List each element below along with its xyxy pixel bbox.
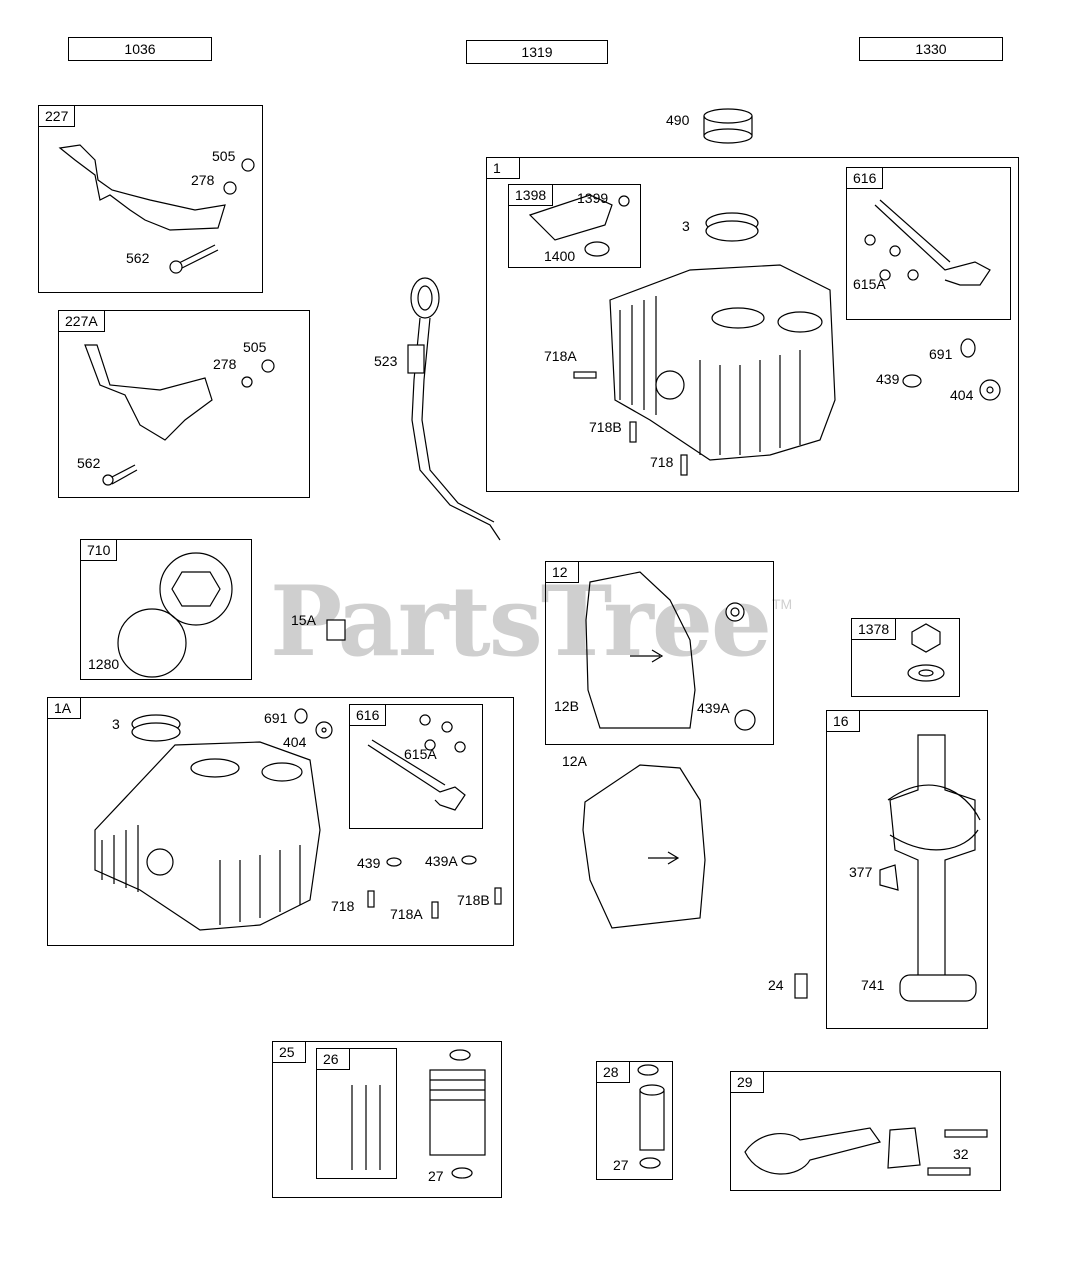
- callout-404: 404: [950, 387, 974, 403]
- callout-505: 505: [243, 339, 267, 355]
- box-label-616-lower: 616: [349, 704, 387, 726]
- box-label-16: 16: [826, 710, 860, 732]
- callout-3: 3: [682, 218, 690, 234]
- box-label-26: 26: [316, 1048, 350, 1070]
- callout-718: 718: [650, 454, 674, 470]
- callout-615A: 615A: [404, 746, 437, 762]
- callout-1400: 1400: [544, 248, 576, 264]
- box-12: 12: [545, 561, 774, 745]
- callout-562: 562: [126, 250, 150, 266]
- callout-15A: 15A: [291, 612, 316, 628]
- callout-691: 691: [264, 710, 288, 726]
- dipstick-523-art: [410, 277, 440, 319]
- gasket-12A-art: [582, 764, 706, 929]
- callout-490: 490: [666, 112, 690, 128]
- callout-718A: 718A: [390, 906, 423, 922]
- callout-3: 3: [112, 716, 120, 732]
- box-label-616-upper: 616: [846, 167, 884, 189]
- box-label-1: 1: [486, 157, 520, 179]
- box-227: 227: [38, 105, 263, 293]
- box-1378: 1378: [851, 618, 960, 697]
- box-label-28: 28: [596, 1061, 630, 1083]
- callout-691: 691: [929, 346, 953, 362]
- callout-741: 741: [861, 977, 885, 993]
- callout-615A: 615A: [853, 276, 886, 292]
- box-710: 710: [80, 539, 252, 680]
- callout-278: 278: [213, 356, 237, 372]
- callout-404: 404: [283, 734, 307, 750]
- callout-12B: 12B: [554, 698, 579, 714]
- key-24-art: [794, 973, 808, 999]
- box-1398: 1398: [508, 184, 641, 268]
- box-label-1A: 1A: [47, 697, 81, 719]
- box-616-upper: 616: [846, 167, 1011, 320]
- box-label-29: 29: [730, 1071, 764, 1093]
- watermark-trademark: TM: [772, 596, 793, 612]
- box-28: 28: [596, 1061, 673, 1180]
- callout-439: 439: [876, 371, 900, 387]
- callout-718A: 718A: [544, 348, 577, 364]
- box-25: 25: [272, 1041, 502, 1198]
- callout-32: 32: [953, 1146, 969, 1162]
- bushing-490-art: [703, 108, 753, 124]
- callout-278: 278: [191, 172, 215, 188]
- callout-718B: 718B: [457, 892, 490, 908]
- box-16: 16: [826, 710, 988, 1029]
- box-1: 1: [486, 157, 1019, 492]
- box-label-12: 12: [545, 561, 579, 583]
- callout-12A: 12A: [562, 753, 587, 769]
- ref-box-1330: 1330: [859, 37, 1003, 61]
- callout-439A: 439A: [697, 700, 730, 716]
- callout-1280: 1280: [88, 656, 120, 672]
- ref-box-1036: 1036: [68, 37, 212, 61]
- box-29: 29: [730, 1071, 1001, 1191]
- callout-523: 523: [374, 353, 398, 369]
- box-label-1398: 1398: [508, 184, 554, 206]
- box-label-25: 25: [272, 1041, 306, 1063]
- callout-439A: 439A: [425, 853, 458, 869]
- box-label-227: 227: [38, 105, 76, 127]
- callout-439: 439: [357, 855, 381, 871]
- box-616-lower: 616: [349, 704, 483, 829]
- box-227A: 227A: [58, 310, 310, 498]
- callout-505: 505: [212, 148, 236, 164]
- box-label-227A: 227A: [58, 310, 105, 332]
- box-label-1378: 1378: [851, 618, 897, 640]
- callout-718B: 718B: [589, 419, 622, 435]
- callout-562: 562: [77, 455, 101, 471]
- callout-718: 718: [331, 898, 355, 914]
- ref-box-1319: 1319: [466, 40, 608, 64]
- callout-377: 377: [849, 864, 873, 880]
- callout-1399: 1399: [577, 190, 609, 206]
- callout-27: 27: [428, 1168, 444, 1184]
- box-label-710: 710: [80, 539, 118, 561]
- callout-24: 24: [768, 977, 784, 993]
- callout-27: 27: [613, 1157, 629, 1173]
- box-1A: 1A: [47, 697, 514, 946]
- box-26: 26: [316, 1048, 397, 1179]
